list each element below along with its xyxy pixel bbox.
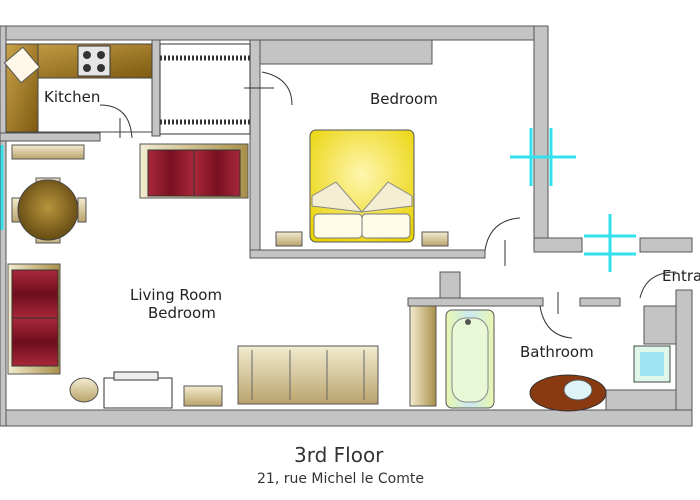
living-room-label: Living Room	[130, 286, 222, 304]
floor-title: 3rd Floor	[294, 443, 384, 467]
bathroom-label: Bathroom	[520, 343, 594, 361]
kitchen-label: Kitchen	[44, 88, 100, 106]
windows	[0, 128, 636, 272]
entrance-label: Entrance	[662, 267, 700, 285]
living-bedroom-label: Bedroom	[148, 304, 216, 322]
floor-address: 21, rue Michel le Comte	[257, 471, 424, 487]
doors	[99, 71, 677, 339]
room-labels: Kitchen Bedroom Living Room Bedroom Bath…	[44, 88, 700, 361]
bathroom-fixtures	[445, 309, 671, 412]
bedroom-label: Bedroom	[370, 90, 438, 108]
kitchen-area	[3, 43, 153, 133]
living-furniture	[7, 143, 437, 409]
wardrobe	[159, 43, 251, 135]
bedroom-furniture	[275, 129, 449, 247]
